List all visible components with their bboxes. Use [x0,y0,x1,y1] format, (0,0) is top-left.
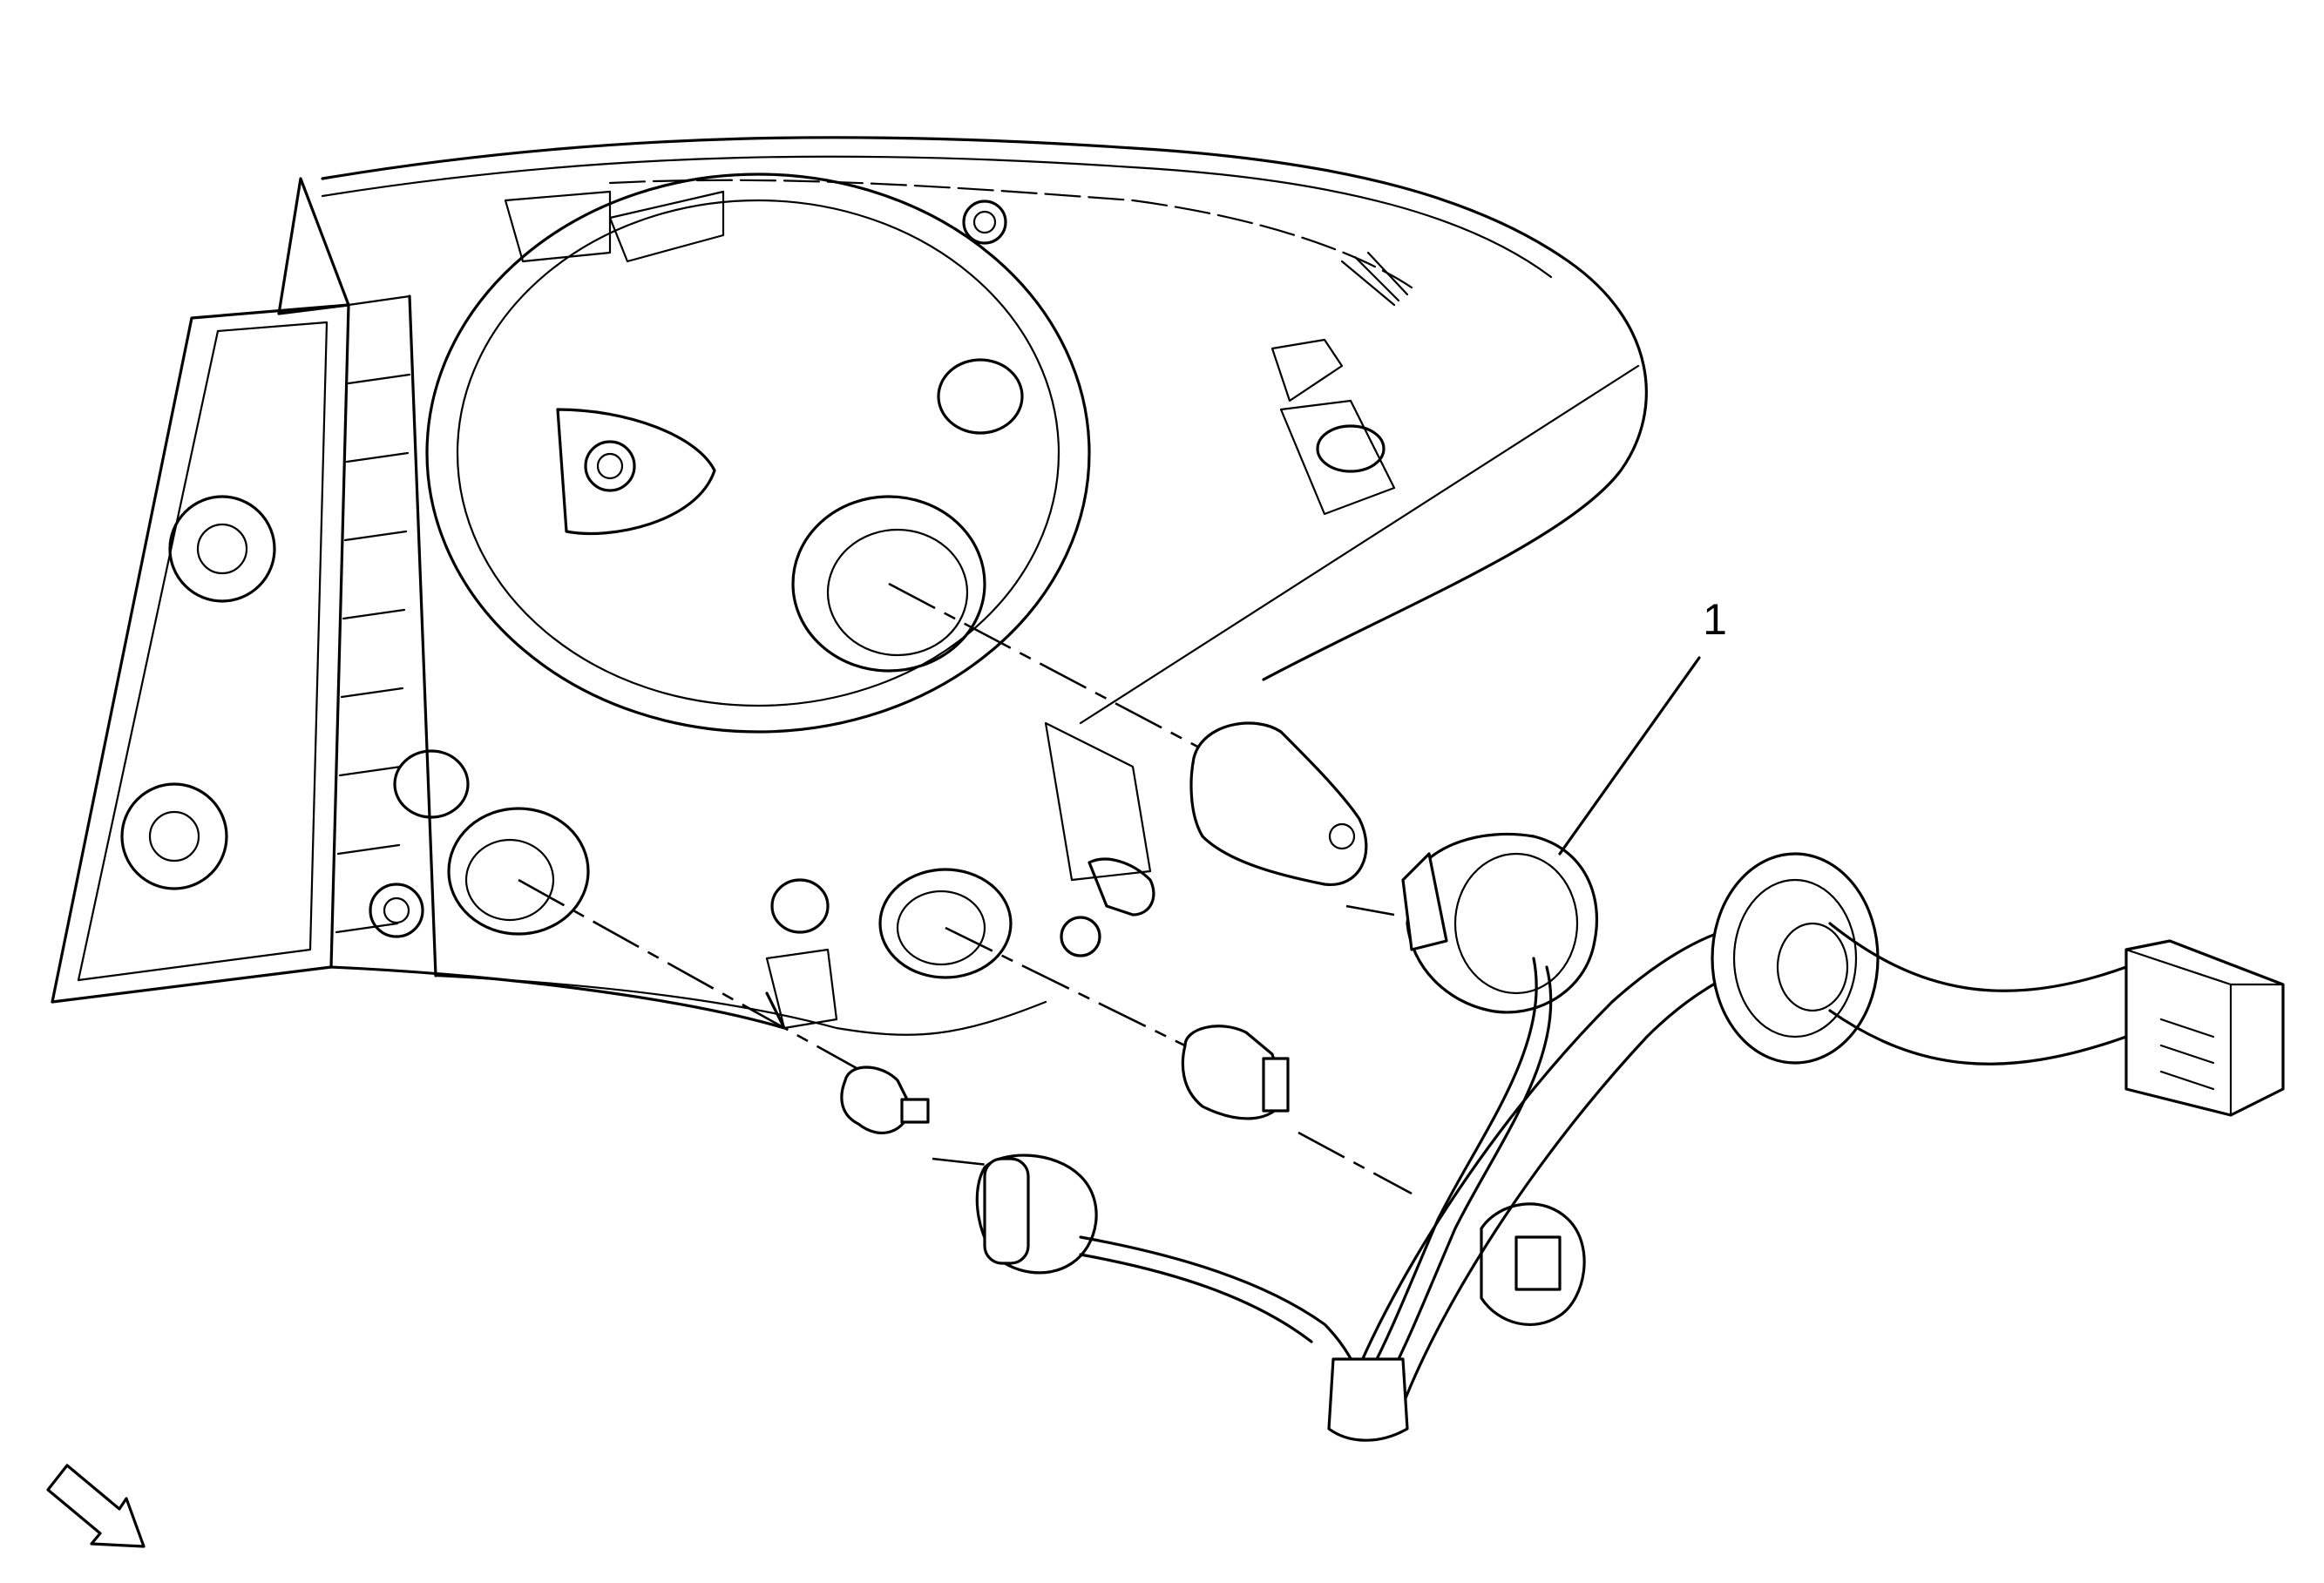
bulbs [840,721,1368,1134]
callout-1: 1 [1558,595,1727,856]
view-direction-arrow-icon [46,1464,146,1548]
wiring-harness [975,832,2285,1442]
alignment-lines [518,364,1640,1195]
socket-openings [120,358,1155,979]
callout-label: 1 [1703,595,1727,644]
lamp-housing [51,136,1648,1036]
